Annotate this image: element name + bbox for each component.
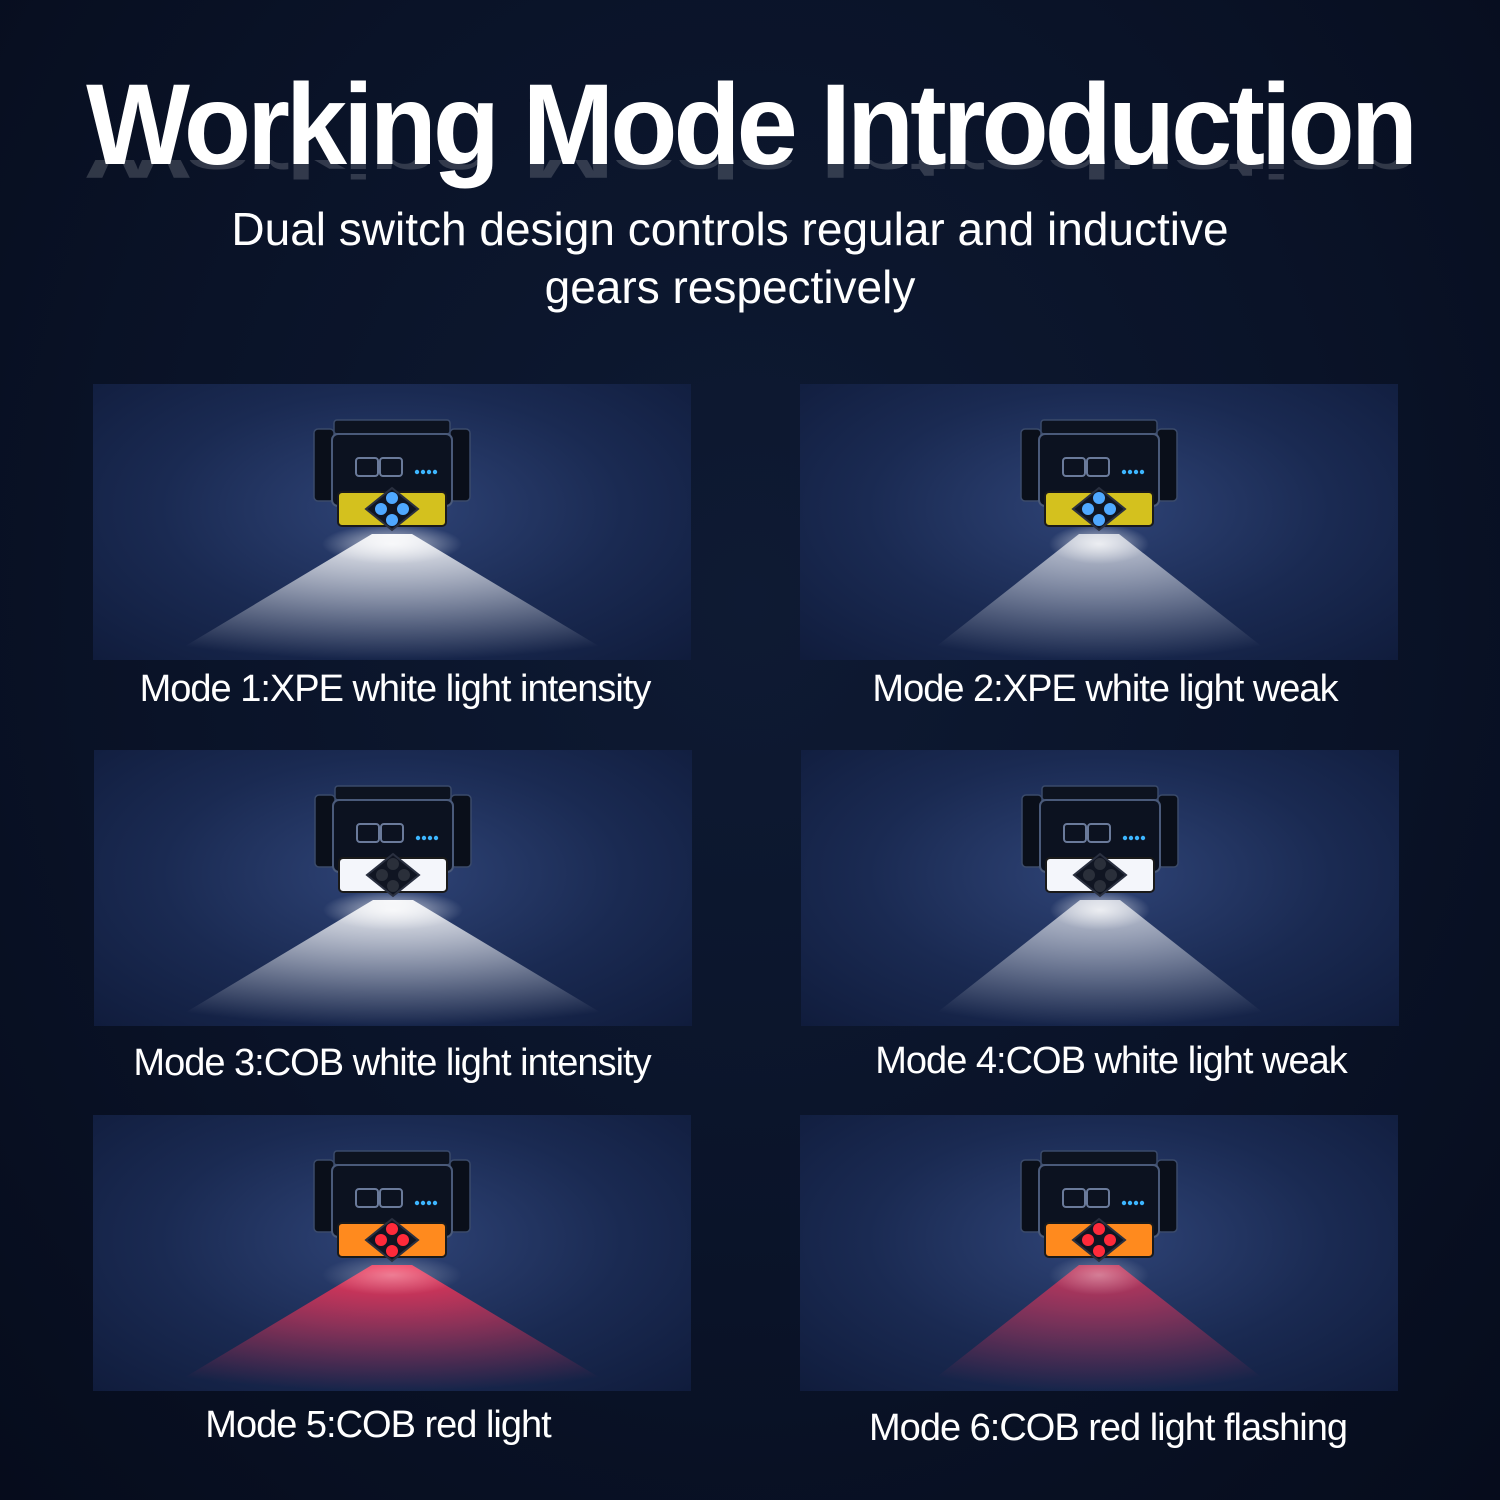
- subtitle: Dual switch design controls regular and …: [200, 200, 1260, 316]
- headlamp-body: [1020, 419, 1178, 532]
- light-glow: [1050, 890, 1150, 930]
- light-beam: [163, 900, 623, 1026]
- light-glow: [1049, 1255, 1149, 1295]
- led-cluster: [1072, 852, 1128, 898]
- led-cluster: [1071, 1217, 1127, 1263]
- headlamp-body: [314, 785, 472, 898]
- light-beam: [162, 1265, 622, 1391]
- light-glow: [1049, 524, 1149, 564]
- led-cluster: [364, 1217, 420, 1263]
- headlamp-body: [313, 1150, 471, 1263]
- headlamp-illustration: [919, 1150, 1279, 1391]
- mode-6-image: [800, 1115, 1398, 1391]
- title-reflection: Working Mode Introduction: [0, 160, 1500, 190]
- headlamp-illustration: [919, 419, 1279, 660]
- mode-5-caption: Mode 5:COB red light: [205, 1404, 551, 1446]
- light-glow: [322, 1255, 462, 1295]
- subtitle-line-1: Dual switch design controls regular and …: [231, 203, 1229, 255]
- mode-2-image: [800, 384, 1398, 660]
- headlamp-body: [1021, 785, 1179, 898]
- light-beam: [919, 1265, 1279, 1391]
- mode-4-caption: Mode 4:COB white light weak: [875, 1040, 1347, 1082]
- light-glow: [323, 890, 463, 930]
- headlamp-illustration: [162, 1150, 622, 1391]
- light-beam: [920, 900, 1280, 1026]
- mode-2-caption: Mode 2:XPE white light weak: [872, 668, 1338, 710]
- headlamp-body: [313, 419, 471, 532]
- mode-6-caption: Mode 6:COB red light flashing: [869, 1407, 1348, 1449]
- light-glow: [322, 524, 462, 564]
- headlamp-illustration: [163, 785, 623, 1026]
- mode-3-image: [94, 750, 692, 1026]
- light-beam: [919, 534, 1279, 660]
- light-beam: [162, 534, 622, 660]
- mode-5-image: [93, 1115, 691, 1391]
- headlamp-illustration: [162, 419, 622, 660]
- headlamp-illustration: [920, 785, 1280, 1026]
- led-cluster: [365, 852, 421, 898]
- title-area: Working Mode Introduction Working Mode I…: [0, 59, 1500, 212]
- mode-1-image: [93, 384, 691, 660]
- subtitle-line-2: gears respectively: [544, 261, 916, 313]
- mode-3-caption: Mode 3:COB white light intensity: [133, 1042, 651, 1084]
- mode-1-caption: Mode 1:XPE white light intensity: [139, 668, 652, 710]
- led-cluster: [364, 486, 420, 532]
- mode-4-image: [801, 750, 1399, 1026]
- led-cluster: [1071, 486, 1127, 532]
- headlamp-body: [1020, 1150, 1178, 1263]
- page-title: Working Mode Introduction: [86, 59, 1418, 190]
